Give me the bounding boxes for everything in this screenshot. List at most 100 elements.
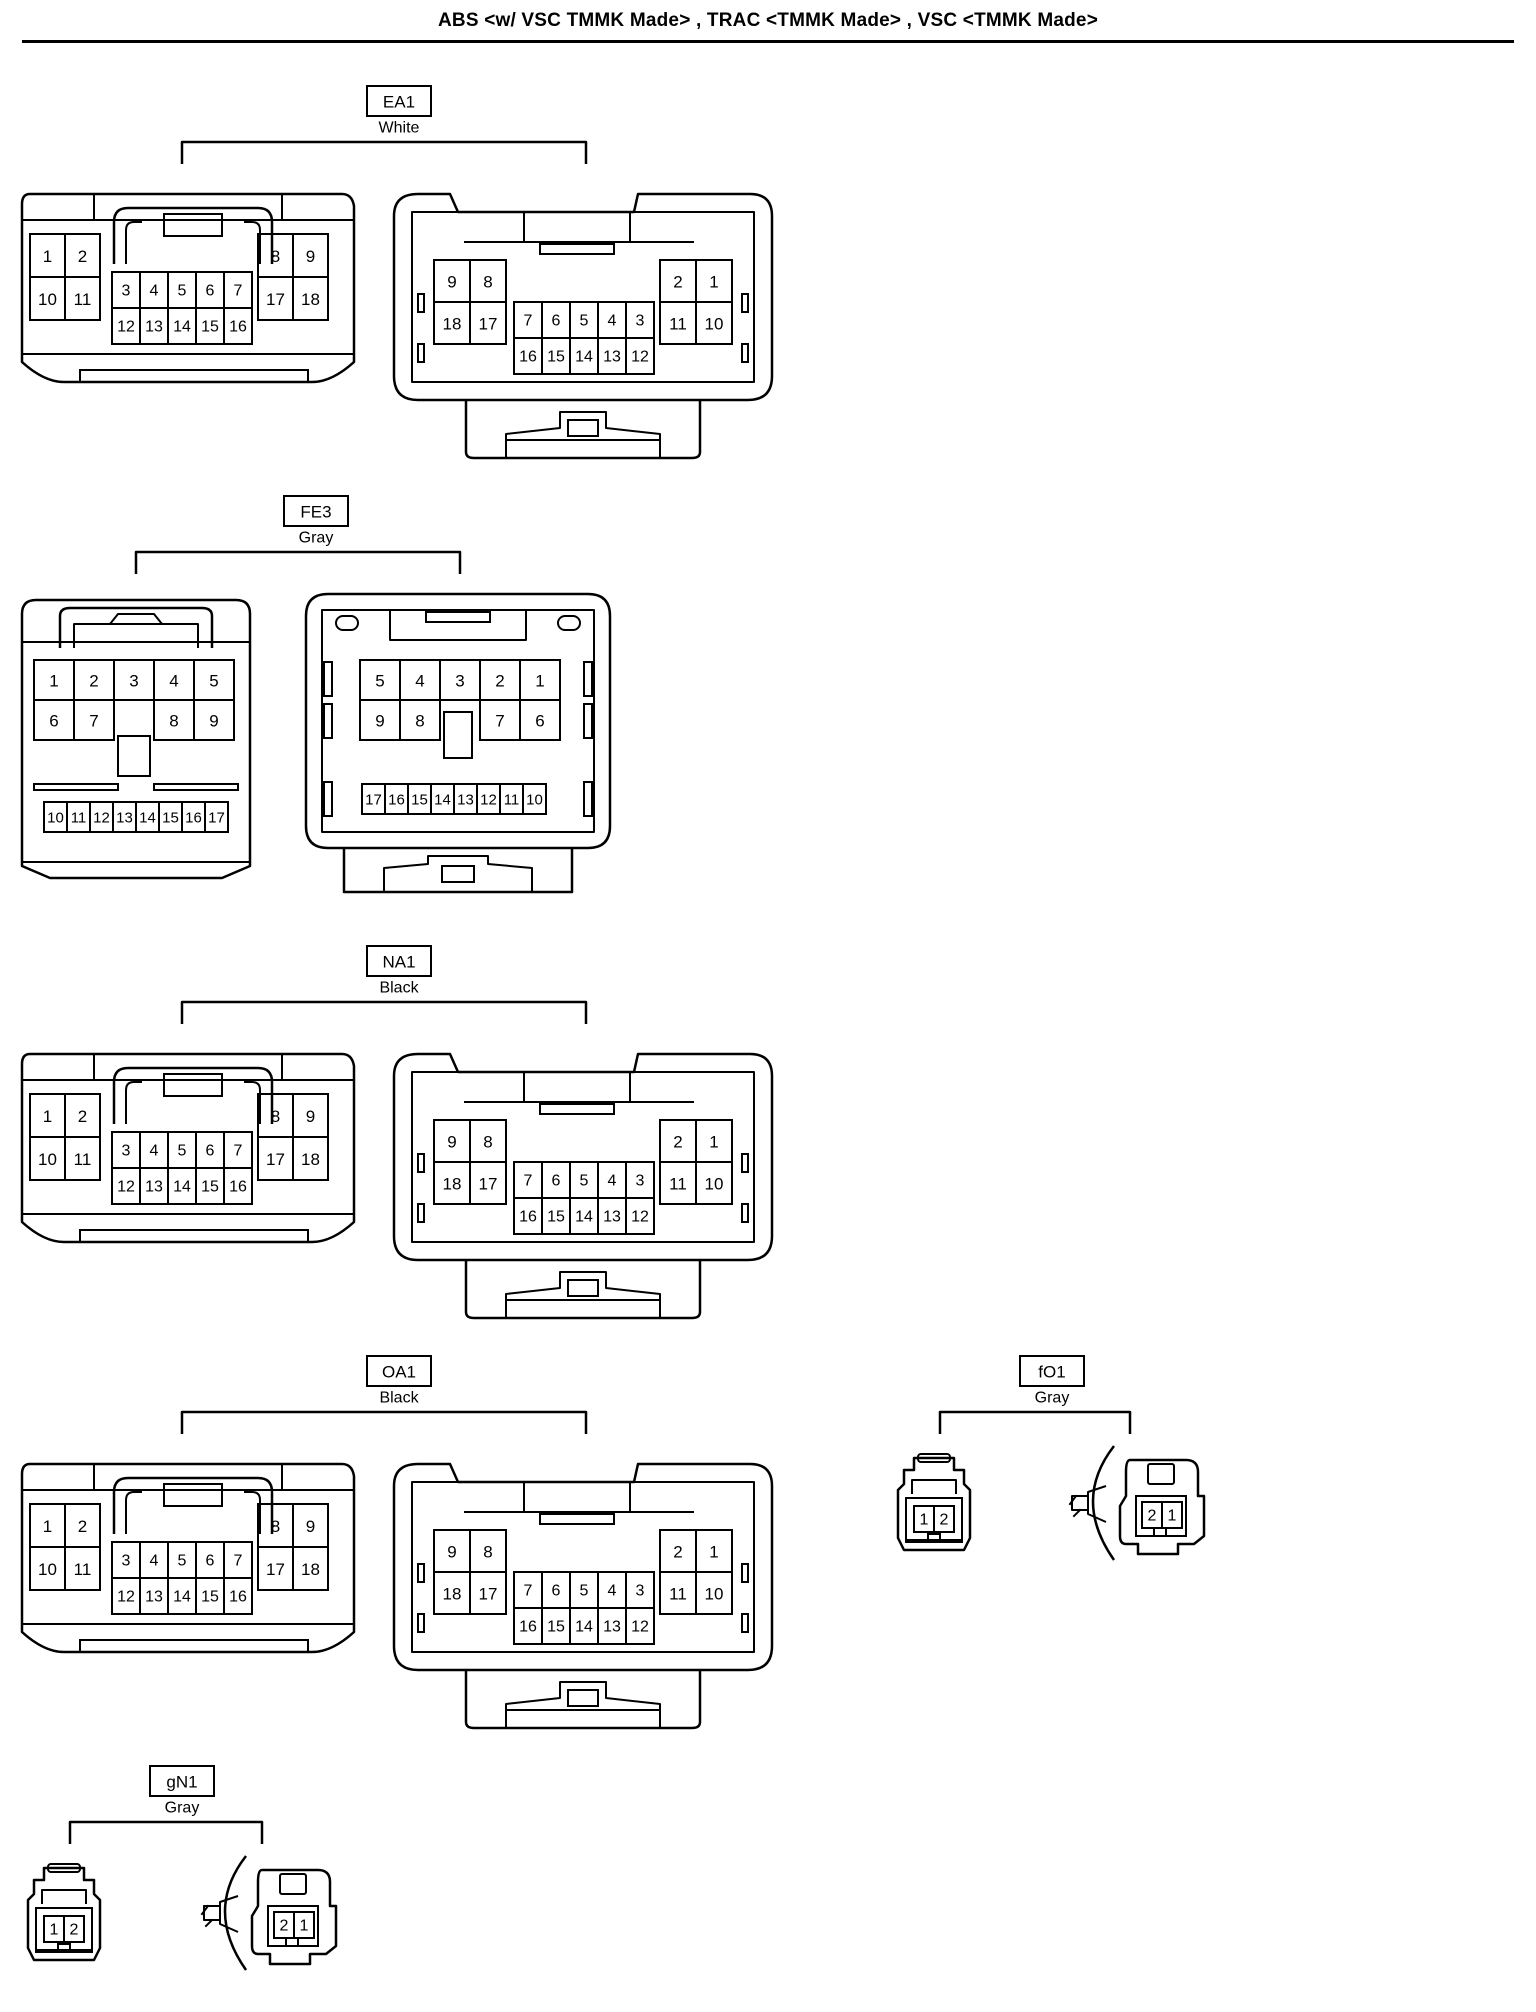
terminal-pin-label: 8 bbox=[483, 1133, 492, 1152]
terminal-pin-label: 6 bbox=[552, 1583, 561, 1600]
terminal-pin-label: 6 bbox=[552, 1173, 561, 1190]
terminal-pin-label: 16 bbox=[388, 792, 405, 809]
terminal-cell bbox=[399, 699, 441, 741]
terminal-pin-label: 8 bbox=[271, 1517, 280, 1536]
terminal-pin-label: 10 bbox=[526, 792, 543, 809]
terminal-pin-label: 5 bbox=[178, 283, 187, 300]
terminal-pin-label: 11 bbox=[71, 810, 87, 827]
terminal-pin-label: 9 bbox=[306, 1107, 315, 1126]
terminal-pin-label: 9 bbox=[447, 1133, 456, 1152]
connector-bracket bbox=[68, 1820, 264, 1844]
terminal-pin-label: 12 bbox=[93, 810, 110, 827]
terminal-pin-label: 4 bbox=[608, 313, 617, 330]
terminal-cell bbox=[695, 1161, 733, 1205]
terminal-pin-label: 5 bbox=[209, 672, 218, 691]
terminal-pin-label: 12 bbox=[631, 1209, 649, 1226]
terminal-pin-label: 13 bbox=[603, 1619, 621, 1636]
terminal-pin-label: 12 bbox=[117, 1589, 135, 1606]
terminal-pin-label: 16 bbox=[519, 1619, 537, 1636]
terminal-pin-label: 11 bbox=[669, 1585, 687, 1604]
connector-id: gN1 bbox=[166, 1773, 197, 1792]
connector-bracket bbox=[180, 140, 588, 164]
terminal-pin-label: 6 bbox=[206, 1143, 215, 1160]
terminal-pin-label: 14 bbox=[575, 1619, 593, 1636]
terminal-pin-label: 14 bbox=[575, 1209, 593, 1226]
terminal-pin-label: 7 bbox=[89, 712, 98, 731]
connector-id-box bbox=[366, 945, 432, 977]
terminal-cell bbox=[625, 1197, 655, 1235]
terminal-pin-label: 16 bbox=[519, 349, 537, 366]
terminal-pin-label: 8 bbox=[415, 712, 424, 731]
terminal-pin-label: 9 bbox=[306, 247, 315, 266]
terminal-pin-label: 1 bbox=[49, 672, 58, 691]
terminal-pin-label: 8 bbox=[271, 247, 280, 266]
terminal-cell bbox=[625, 1607, 655, 1645]
terminal-cell bbox=[292, 1136, 329, 1181]
terminal-pin-label: 9 bbox=[447, 273, 456, 292]
terminal-pin-label: 10 bbox=[705, 1175, 724, 1194]
terminal-cell bbox=[193, 699, 235, 741]
terminal-pin-label: 13 bbox=[145, 1179, 163, 1196]
terminal-pin-label: 16 bbox=[185, 810, 202, 827]
terminal-pin-label: 5 bbox=[178, 1143, 187, 1160]
terminal-pin-label: 13 bbox=[603, 1209, 621, 1226]
terminal-pin-label: 16 bbox=[229, 1589, 247, 1606]
terminal-pin-label: 17 bbox=[266, 290, 285, 309]
terminal-pin-label: 13 bbox=[116, 810, 133, 827]
terminal-pin-label: 18 bbox=[443, 1175, 462, 1194]
terminal-pin-label: 1 bbox=[50, 1922, 59, 1939]
terminal-pin-label: 11 bbox=[504, 792, 520, 809]
terminal-pin-label: 9 bbox=[375, 712, 384, 731]
terminal-pin-label: 7 bbox=[524, 1583, 533, 1600]
terminal-cell bbox=[64, 1136, 101, 1181]
terminal-pin-label: 17 bbox=[208, 810, 225, 827]
terminal-pin-label: 8 bbox=[271, 1107, 280, 1126]
terminal-pin-label: 15 bbox=[547, 1619, 565, 1636]
terminal-pin-label: 7 bbox=[524, 313, 533, 330]
terminal-cell bbox=[223, 307, 253, 345]
terminal-cell bbox=[469, 1161, 507, 1205]
terminal-pin-label: 8 bbox=[483, 273, 492, 292]
connector-id-box bbox=[149, 1765, 215, 1797]
terminal-pin-label: 1 bbox=[300, 1918, 309, 1935]
terminal-pin-label: 16 bbox=[229, 319, 247, 336]
terminal-pin-label: 12 bbox=[480, 792, 497, 809]
terminal-pin-label: 6 bbox=[552, 313, 561, 330]
terminal-cell bbox=[293, 1911, 315, 1939]
terminal-pin-label: 7 bbox=[234, 283, 243, 300]
terminal-pin-label: 12 bbox=[631, 349, 649, 366]
terminal-pin-label: 1 bbox=[43, 1517, 52, 1536]
terminal-cell bbox=[695, 301, 733, 345]
terminal-pin-label: 15 bbox=[201, 1589, 219, 1606]
terminal-pin-label: 2 bbox=[673, 1543, 682, 1562]
terminal-pin-label: 14 bbox=[173, 1179, 191, 1196]
connector-id-box bbox=[283, 495, 349, 527]
terminal-pin-label: 7 bbox=[234, 1143, 243, 1160]
terminal-pin-label: 6 bbox=[206, 1553, 215, 1570]
connector-id: OA1 bbox=[382, 1363, 416, 1382]
terminal-pin-label: 16 bbox=[229, 1179, 247, 1196]
terminal-pin-label: 4 bbox=[608, 1173, 617, 1190]
terminal-pin-label: 9 bbox=[209, 712, 218, 731]
terminal-pin-label: 3 bbox=[122, 1553, 131, 1570]
connector-color: Black bbox=[379, 980, 419, 997]
terminal-pin-label: 12 bbox=[117, 1179, 135, 1196]
terminal-pin-label: 1 bbox=[709, 1543, 718, 1562]
terminal-pin-label: 10 bbox=[705, 315, 724, 334]
terminal-cell bbox=[1161, 1501, 1183, 1529]
connector-id-box bbox=[1019, 1355, 1085, 1387]
terminal-pin-label: 2 bbox=[673, 1133, 682, 1152]
terminal-pin-label: 1 bbox=[43, 1107, 52, 1126]
connector-bracket bbox=[134, 550, 462, 574]
